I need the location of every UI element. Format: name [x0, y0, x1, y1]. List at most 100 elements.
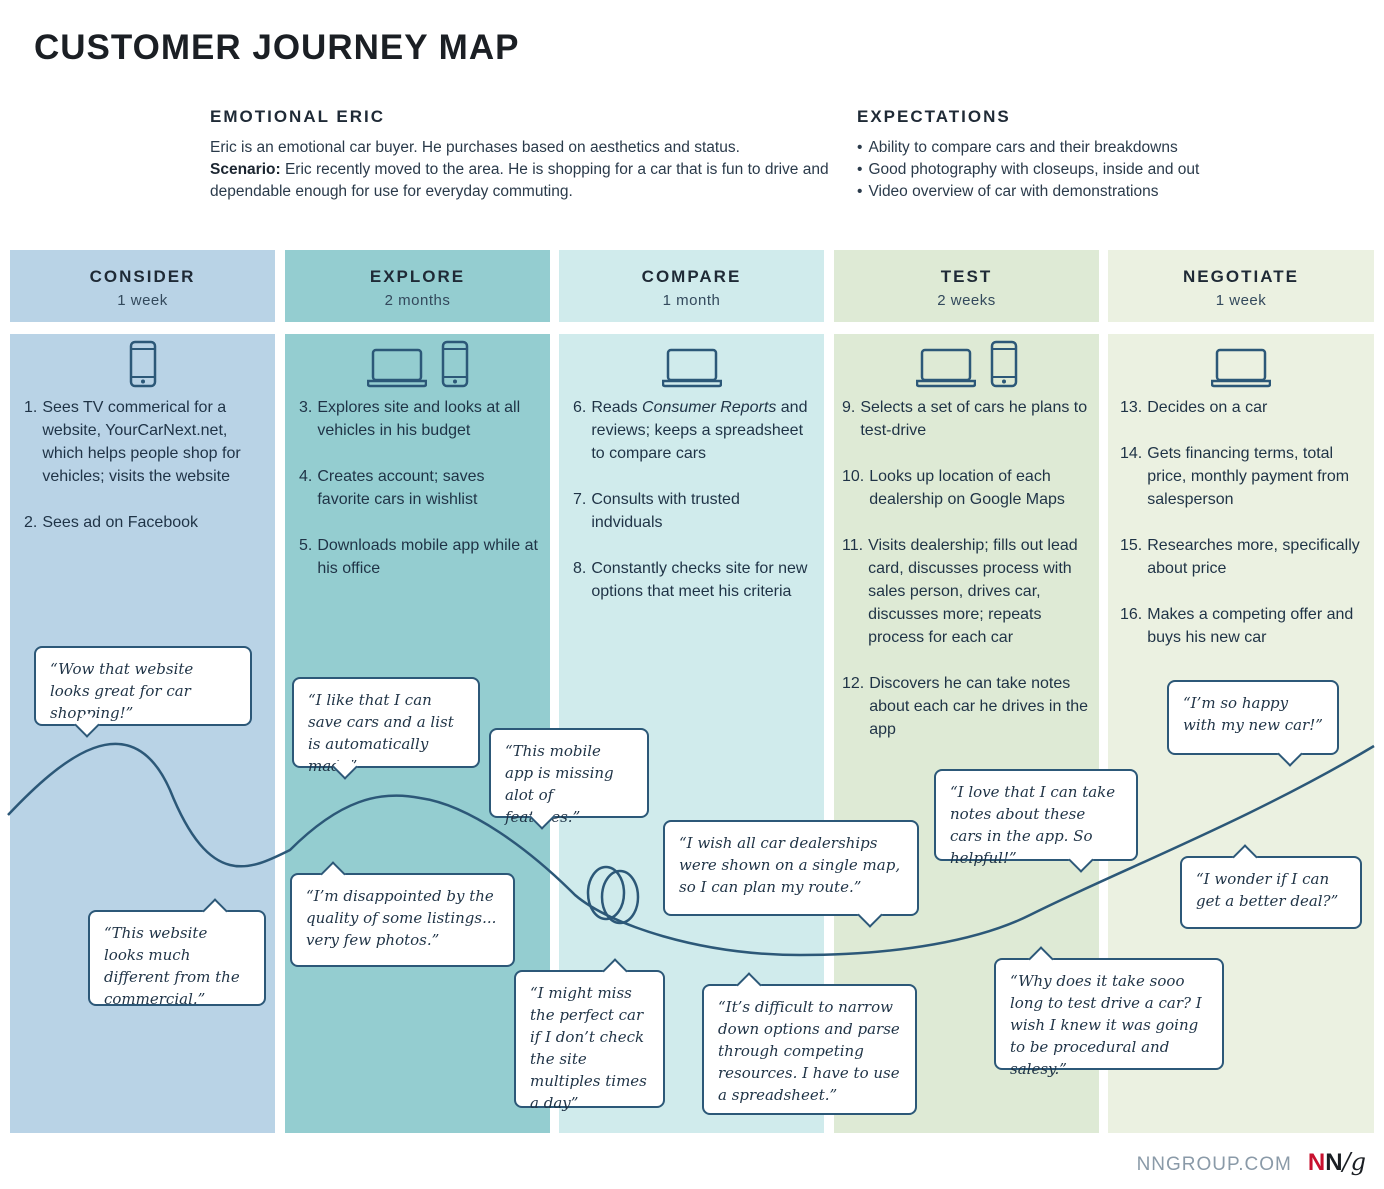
phase-name: EXPLORE [369, 267, 466, 286]
phase-duration: 1 week [1215, 292, 1267, 309]
step-number: 13. [1120, 399, 1143, 416]
step-item: 4.Creates account; saves favorite cars i… [299, 465, 539, 511]
phase-duration: 1 month [662, 292, 721, 309]
step-text-post: and reviews; keeps a spreadsheet to comp… [591, 399, 808, 462]
quote-bubble: “I might miss the perfect car if I don’t… [514, 958, 665, 1112]
site-url[interactable]: NNGROUP.COM [1136, 1154, 1292, 1175]
steps-negotiate: 13.Decides on a car 14.Gets financing te… [1120, 396, 1365, 672]
step-text: Downloads mobile app while at his office [317, 537, 538, 577]
step-item: 9.Selects a set of cars he plans to test… [842, 396, 1092, 442]
step-number: 14. [1120, 445, 1143, 462]
devices-negotiate [1108, 340, 1374, 388]
step-text: Selects a set of cars he plans to test-d… [860, 399, 1088, 439]
expectations-section: EXPECTATIONS Ability to compare cars and… [857, 107, 1337, 203]
quote-text: “I love that I can take notes about thes… [950, 783, 1116, 867]
step-number: 1. [24, 399, 38, 416]
expectation-item: Good photography with closeups, inside a… [857, 159, 1337, 181]
loop-marker [586, 865, 626, 921]
devices-test [834, 340, 1099, 388]
step-text: Reads Consumer Reports and reviews; keep… [591, 396, 813, 465]
footer: NNGROUP.COM NN/g [1137, 1148, 1366, 1177]
phase-name: TEST [940, 267, 993, 286]
phase-header-test: TEST 2 weeks [834, 250, 1099, 322]
quote-text: “I might miss the perfect car if I don’t… [530, 984, 647, 1112]
quote-text: “Why does it take sooo long to test driv… [1010, 972, 1202, 1078]
persona-description-text: Eric is an emotional car buyer. He purch… [210, 139, 740, 156]
phase-duration: 1 week [117, 292, 168, 309]
step-item: 10.Looks up location of each dealership … [842, 465, 1092, 511]
persona-name: EMOTIONAL ERIC [210, 107, 386, 126]
expectations-heading: EXPECTATIONS [857, 107, 1011, 126]
persona-description: Eric is an emotional car buyer. He purch… [210, 137, 830, 203]
step-item: 2.Sees ad on Facebook [24, 511, 264, 534]
quote-text: “This mobile app is missing alot of feat… [505, 742, 614, 826]
quote-text: “I’m so happy with my new car!” [1183, 694, 1323, 734]
step-number: 15. [1120, 537, 1143, 554]
steps-consider: 1.Sees TV commerical for a website, Your… [24, 396, 264, 557]
logo-g: /g [1342, 1148, 1366, 1176]
step-text: Constantly checks site for new options t… [591, 560, 808, 600]
steps-test: 9.Selects a set of cars he plans to test… [842, 396, 1092, 764]
phase-header-negotiate: NEGOTIATE 1 week [1108, 250, 1374, 322]
phone-icon [441, 340, 468, 388]
phone-icon [129, 340, 156, 388]
quote-bubble: “Why does it take sooo long to test driv… [994, 946, 1224, 1078]
quote-bubble: “I love that I can take notes about thes… [934, 769, 1138, 873]
step-number: 5. [299, 537, 313, 554]
devices-consider [10, 340, 275, 388]
nng-logo: NN/g [1308, 1148, 1366, 1177]
phase-name: CONSIDER [89, 267, 196, 286]
step-item: 12.Discovers he can take notes about eac… [842, 672, 1092, 741]
step-text: Makes a competing offer and buys his new… [1147, 606, 1354, 646]
quote-text: “It’s difficult to narrow down options a… [718, 998, 900, 1104]
laptop-icon [661, 348, 722, 388]
quote-bubble: “This website looks much different from … [88, 898, 266, 1008]
step-text: Sees TV commerical for a website, YourCa… [42, 399, 241, 485]
step-number: 9. [842, 399, 856, 416]
step-text-emphasis: Consumer Reports [642, 399, 777, 416]
logo-n1: N [1307, 1149, 1326, 1176]
quote-bubble: “This mobile app is missing alot of feat… [489, 728, 649, 830]
quote-text: “I wish all car dealerships were shown o… [679, 834, 901, 896]
phase-name: COMPARE [641, 267, 742, 286]
step-text: Consults with trusted indviduals [591, 491, 740, 531]
step-item: 13.Decides on a car [1120, 396, 1365, 419]
step-text: Sees ad on Facebook [42, 514, 199, 531]
step-item: 14.Gets financing terms, total price, mo… [1120, 442, 1365, 511]
logo-n2: N [1325, 1149, 1343, 1176]
quote-text: “I’m disappointed by the quality of some… [306, 887, 497, 949]
step-item: 3.Explores site and looks at all vehicle… [299, 396, 539, 442]
step-text: Looks up location of each dealership on … [869, 468, 1065, 508]
step-number: 10. [842, 468, 865, 485]
phase-header-compare: COMPARE 1 month [559, 250, 824, 322]
step-text-pre: Reads [591, 399, 643, 416]
quote-text: “I like that I can save cars and a list … [308, 691, 454, 775]
expectations-list: Ability to compare cars and their breakd… [857, 137, 1337, 203]
quote-text: “I wonder if I can get a better deal?” [1196, 870, 1339, 910]
step-item: 1.Sees TV commerical for a website, Your… [24, 396, 264, 488]
phase-duration: 2 weeks [937, 292, 996, 309]
quote-text: “Wow that website looks great for car sh… [50, 660, 194, 722]
quote-bubble: “It’s difficult to narrow down options a… [702, 972, 917, 1115]
quote-bubble: “Wow that website looks great for car sh… [34, 646, 252, 738]
phase-header-consider: CONSIDER 1 week [10, 250, 275, 322]
expectation-item: Video overview of car with demonstration… [857, 181, 1337, 203]
loop-marker [600, 869, 640, 925]
step-item: 7.Consults with trusted indviduals [573, 488, 813, 534]
laptop-icon [915, 348, 976, 388]
step-item: 5.Downloads mobile app while at his offi… [299, 534, 539, 580]
step-number: 11. [842, 537, 864, 554]
step-number: 6. [573, 399, 587, 416]
step-number: 8. [573, 560, 587, 577]
laptop-icon [1211, 348, 1271, 388]
emotion-line [7, 742, 1375, 957]
phase-header-explore: EXPLORE 2 months [285, 250, 550, 322]
persona-section: EMOTIONAL ERIC Eric is an emotional car … [210, 107, 830, 203]
step-number: 16. [1120, 606, 1143, 623]
devices-compare [559, 340, 824, 388]
step-text: Creates account; saves favorite cars in … [317, 468, 485, 508]
quote-text: “This website looks much different from … [104, 924, 240, 1008]
step-item: 11.Visits dealership; fills out lead car… [842, 534, 1092, 649]
devices-explore [285, 340, 550, 388]
scenario-label: Scenario: [210, 161, 281, 178]
